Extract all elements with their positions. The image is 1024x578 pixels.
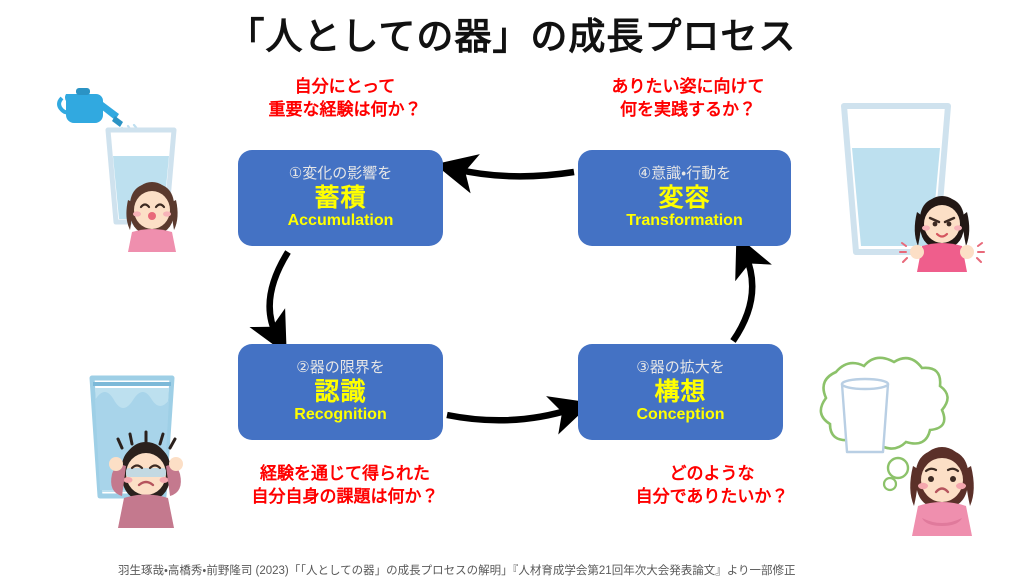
process-box-transformation-english: Transformation [626,212,743,230]
process-box-conception-english: Conception [636,406,725,424]
process-box-recognition-english: Recognition [294,406,387,424]
process-box-conception-main-text: 構想 [654,377,707,406]
annotation-bottom-right-question: どのような 自分でありたいか？ [592,463,832,509]
annotation-top-right-line2: 何を実践するか？ [620,99,756,119]
arrow-transformation-to-accumulation [434,154,575,194]
thought-bubble-glass-girl-icon [819,356,974,536]
arrow-conception-to-transformation [730,235,772,343]
overflowing-glass-girl-icon [89,375,183,528]
annotation-top-left-question: 自分にとって 重要な経験は何か？ [230,76,460,122]
annotation-bottom-right-line2: 自分でありたいか？ [635,486,789,506]
watering-can-glass-girl-icon [57,88,178,252]
arrow-accumulation-to-recognition [249,250,291,355]
arrow-recognition-to-conception [446,396,592,435]
illustration-large-glass-determined-girl [828,78,1008,274]
annotation-bottom-right-line1: どのような [669,464,755,483]
process-box-recognition[interactable]: ②器の限界を 認識 Recognition [238,344,443,440]
annotation-bottom-left-line1: 経験を通じて得られた [260,464,430,483]
annotation-top-right-line1: ありたい姿に向けて [611,77,765,96]
process-box-transformation[interactable]: ④意識・行動を 変容 Transformation [578,150,791,246]
footer-citation: 羽生琢哉・高橋秀・前野隆司 (2023)「「人としての器」の成長プロセスの解明」… [118,565,796,577]
process-box-accumulation-main-text: 蓄積 [314,183,367,212]
process-box-conception-top-text: ③器の拡大を [636,359,725,377]
annotation-bottom-left-line2: 自分自身の課題は何か？ [251,486,439,506]
process-box-recognition-main-text: 認識 [314,377,367,406]
process-box-accumulation-english: Accumulation [287,212,394,230]
large-glass-girl-icon [841,103,985,272]
illustration-overflowing-glass-distressed-girl [82,368,242,533]
process-box-accumulation[interactable]: ①変化の影響を 蓄積 Accumulation [238,150,443,246]
process-box-transformation-main-text: 変容 [658,183,711,212]
process-box-transformation-top-text: ④意識・行動を [637,165,732,183]
annotation-top-left-line1: 自分にとって [294,77,396,96]
process-box-conception[interactable]: ③器の拡大を 構想 Conception [578,344,783,440]
annotation-bottom-left-question: 経験を通じて得られた 自分自身の課題は何か？ [210,463,480,509]
page-title: 「人としての器」の成長プロセス [227,16,797,57]
illustration-watering-can-filling-glass [52,72,212,257]
annotation-top-right-question: ありたい姿に向けて 何を実践するか？ [568,76,808,122]
annotation-top-left-line2: 重要な経験は何か？ [268,99,422,119]
process-box-accumulation-top-text: ①変化の影響を [288,165,393,183]
process-box-recognition-top-text: ②器の限界を [296,359,385,377]
illustration-thought-bubble-bigger-glass-girl [806,356,1006,546]
